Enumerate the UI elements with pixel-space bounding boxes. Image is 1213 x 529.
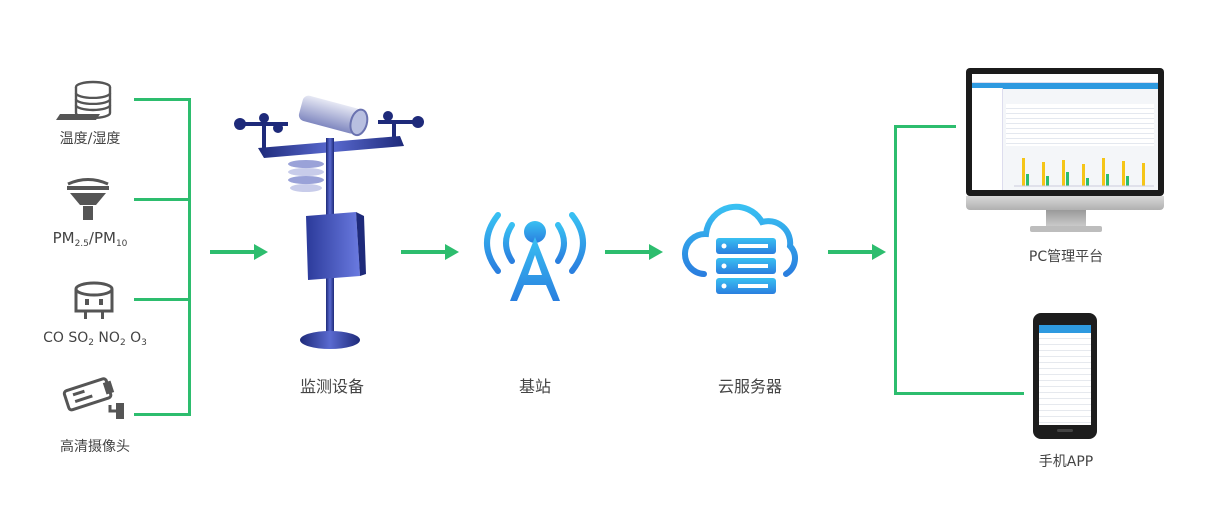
connector-v-left (188, 98, 191, 416)
cloud-server-icon (681, 203, 798, 294)
monitor-foot (1030, 226, 1102, 232)
arrow-right-2 (401, 244, 459, 260)
pm-sub-2-5: 2.5 (74, 239, 89, 249)
sensor-label-temp-humidity: 温度/湿度 (59, 131, 121, 147)
stage-label-monitor: 监测设备 (299, 377, 364, 396)
gas-sub-3: 3 (141, 338, 147, 348)
connector-h-3 (134, 298, 191, 301)
sensor-label-pm: PM2.5/PM10 (40, 229, 140, 249)
arrow-right-1 (210, 244, 268, 260)
monitor-chin (966, 196, 1164, 210)
pm-main: PM (52, 229, 75, 247)
connector-h-1 (134, 98, 191, 101)
sensor-label-gas: CO SO2 NO2 O3 (30, 330, 160, 348)
gas-sub-2: 2 (119, 338, 126, 348)
stage-label-base: 基站 (518, 377, 551, 396)
output-label-pc: PC管理平台 (1028, 249, 1104, 265)
phone-screen (1039, 325, 1091, 425)
gas-text-2: NO (93, 330, 120, 346)
arrow-right-3 (605, 244, 663, 260)
monitor-screen (972, 74, 1158, 190)
connector-v-right (894, 125, 897, 395)
stage-label-cloud: 云服务器 (717, 377, 782, 396)
camera-icon (62, 377, 124, 419)
antenna-tower-icon (484, 212, 586, 301)
gas-text-3: O (125, 330, 142, 346)
monitor-icon (966, 68, 1166, 236)
gas-sensor-icon (74, 281, 114, 319)
gas-sub-1: 2 (88, 338, 94, 348)
pm-sub-10: 10 (115, 239, 128, 249)
particulate-sensor-icon (67, 178, 109, 220)
connector-h-mobile (894, 392, 1024, 395)
connector-h-pc (894, 125, 956, 128)
connector-h-4 (134, 413, 191, 416)
weather-station-icon (234, 95, 424, 349)
stacked-disk-sensor-icon (56, 80, 112, 120)
monitor-stand (1046, 210, 1086, 228)
connector-h-2 (134, 198, 191, 201)
arrow-right-4 (828, 244, 886, 260)
monitor-screen-chart (1014, 158, 1154, 187)
phone-icon (1033, 313, 1097, 439)
pm-mid: /PM (88, 229, 116, 247)
output-label-mobile: 手机APP (1038, 454, 1094, 470)
gas-text-1: CO SO (43, 330, 89, 346)
sensor-label-camera: 高清摄像头 (60, 439, 130, 455)
